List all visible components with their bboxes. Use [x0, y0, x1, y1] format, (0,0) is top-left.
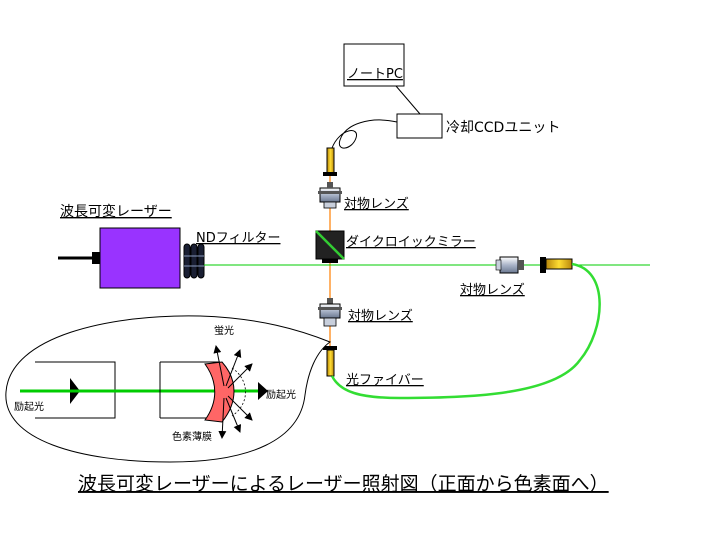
nd-filter-icon [183, 243, 205, 279]
excitation-right-label: 励起光 [266, 388, 296, 401]
notebook-pc-box [343, 43, 405, 87]
excitation-left-label: 励起光 [14, 400, 44, 413]
nd-filter-label: NDフィルター [196, 231, 280, 246]
fiber-connector-right-icon [540, 257, 573, 273]
emission-arc [231, 367, 246, 417]
objective-lens-top-icon [318, 182, 342, 209]
ccd-fiber-cable [331, 119, 398, 149]
optical-fiber-green [330, 262, 601, 400]
objective-right-label: 対物レンズ [460, 282, 525, 298]
tunable-laser-body [99, 227, 181, 289]
optical-fiber-label: 光ファイバー [346, 373, 424, 388]
fluorescence-label: 蛍光 [214, 324, 234, 337]
dichroic-mirror-icon [315, 230, 345, 263]
laser-port [92, 252, 100, 264]
objective-lens-bottom-icon [318, 298, 342, 327]
notebook-pc-label: ノートPC [347, 67, 403, 82]
dichroic-mirror-label: ダイクロイックミラー [346, 235, 476, 250]
fluorescence-emission-arrows [213, 345, 253, 439]
diagram-caption: 波長可変レーザーによるレーザー照射図（正面から色素面へ） [78, 473, 609, 495]
pc-ccd-cable [395, 85, 421, 115]
objective-lens-right-icon [495, 256, 524, 274]
excitation-arrow-head [258, 382, 268, 400]
fiber-connector-top-icon [323, 147, 337, 176]
dye-film-label: 色素薄膜 [172, 430, 212, 443]
objective-bottom-label: 対物レンズ [348, 308, 413, 324]
tunable-laser-label: 波長可変レーザー [60, 203, 172, 220]
detail-callout-bubble [5, 315, 332, 463]
cooled-ccd-label: 冷却CCDユニット [446, 120, 560, 136]
fiber-connector-bottom-icon [323, 346, 337, 377]
cooled-ccd-unit [396, 113, 443, 139]
objective-top-label: 対物レンズ [344, 196, 409, 212]
